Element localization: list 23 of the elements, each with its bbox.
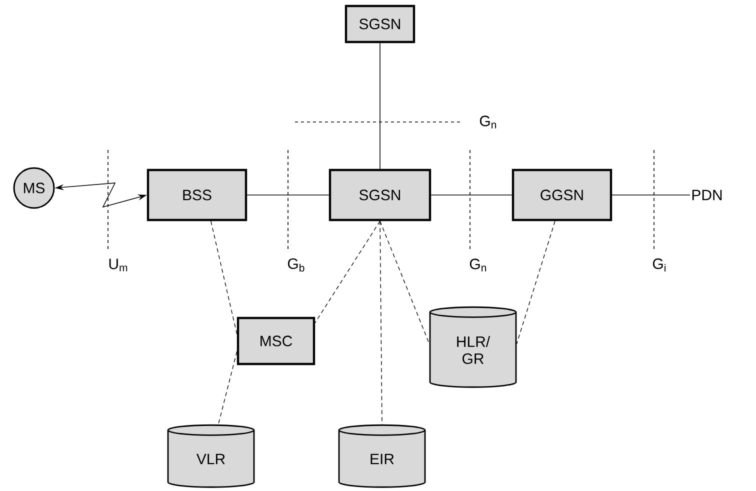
database-cylinder: HLR/ GR [429, 306, 517, 388]
dashed-connector [380, 220, 382, 425]
network-label: PDN [692, 190, 722, 200]
process-box: MSC [236, 316, 316, 366]
database-cylinder: EIR [338, 424, 426, 488]
interface-label: U$_{m}$ [109, 258, 128, 272]
process-box: BSS [146, 168, 248, 222]
interface-label: G$_{i}$ [652, 258, 666, 272]
process-box: GGSN [512, 168, 612, 222]
process-box: SGSN [344, 4, 416, 44]
connector-line [612, 194, 690, 196]
dashed-connector [380, 220, 430, 344]
dashed-connector [210, 220, 238, 334]
interface-label: G$_{b}$ [288, 258, 304, 272]
database-cylinder: VLR [167, 424, 255, 488]
interface-label: G$_{n}$ [480, 116, 496, 128]
connector-line [430, 194, 512, 196]
dashed-connector [218, 351, 238, 425]
connector-line [246, 194, 330, 196]
process-box: SGSN [328, 168, 432, 222]
interface-label: G$_{n}$ [470, 258, 486, 272]
dashed-connector [516, 220, 556, 344]
dashed-connector [314, 220, 380, 324]
